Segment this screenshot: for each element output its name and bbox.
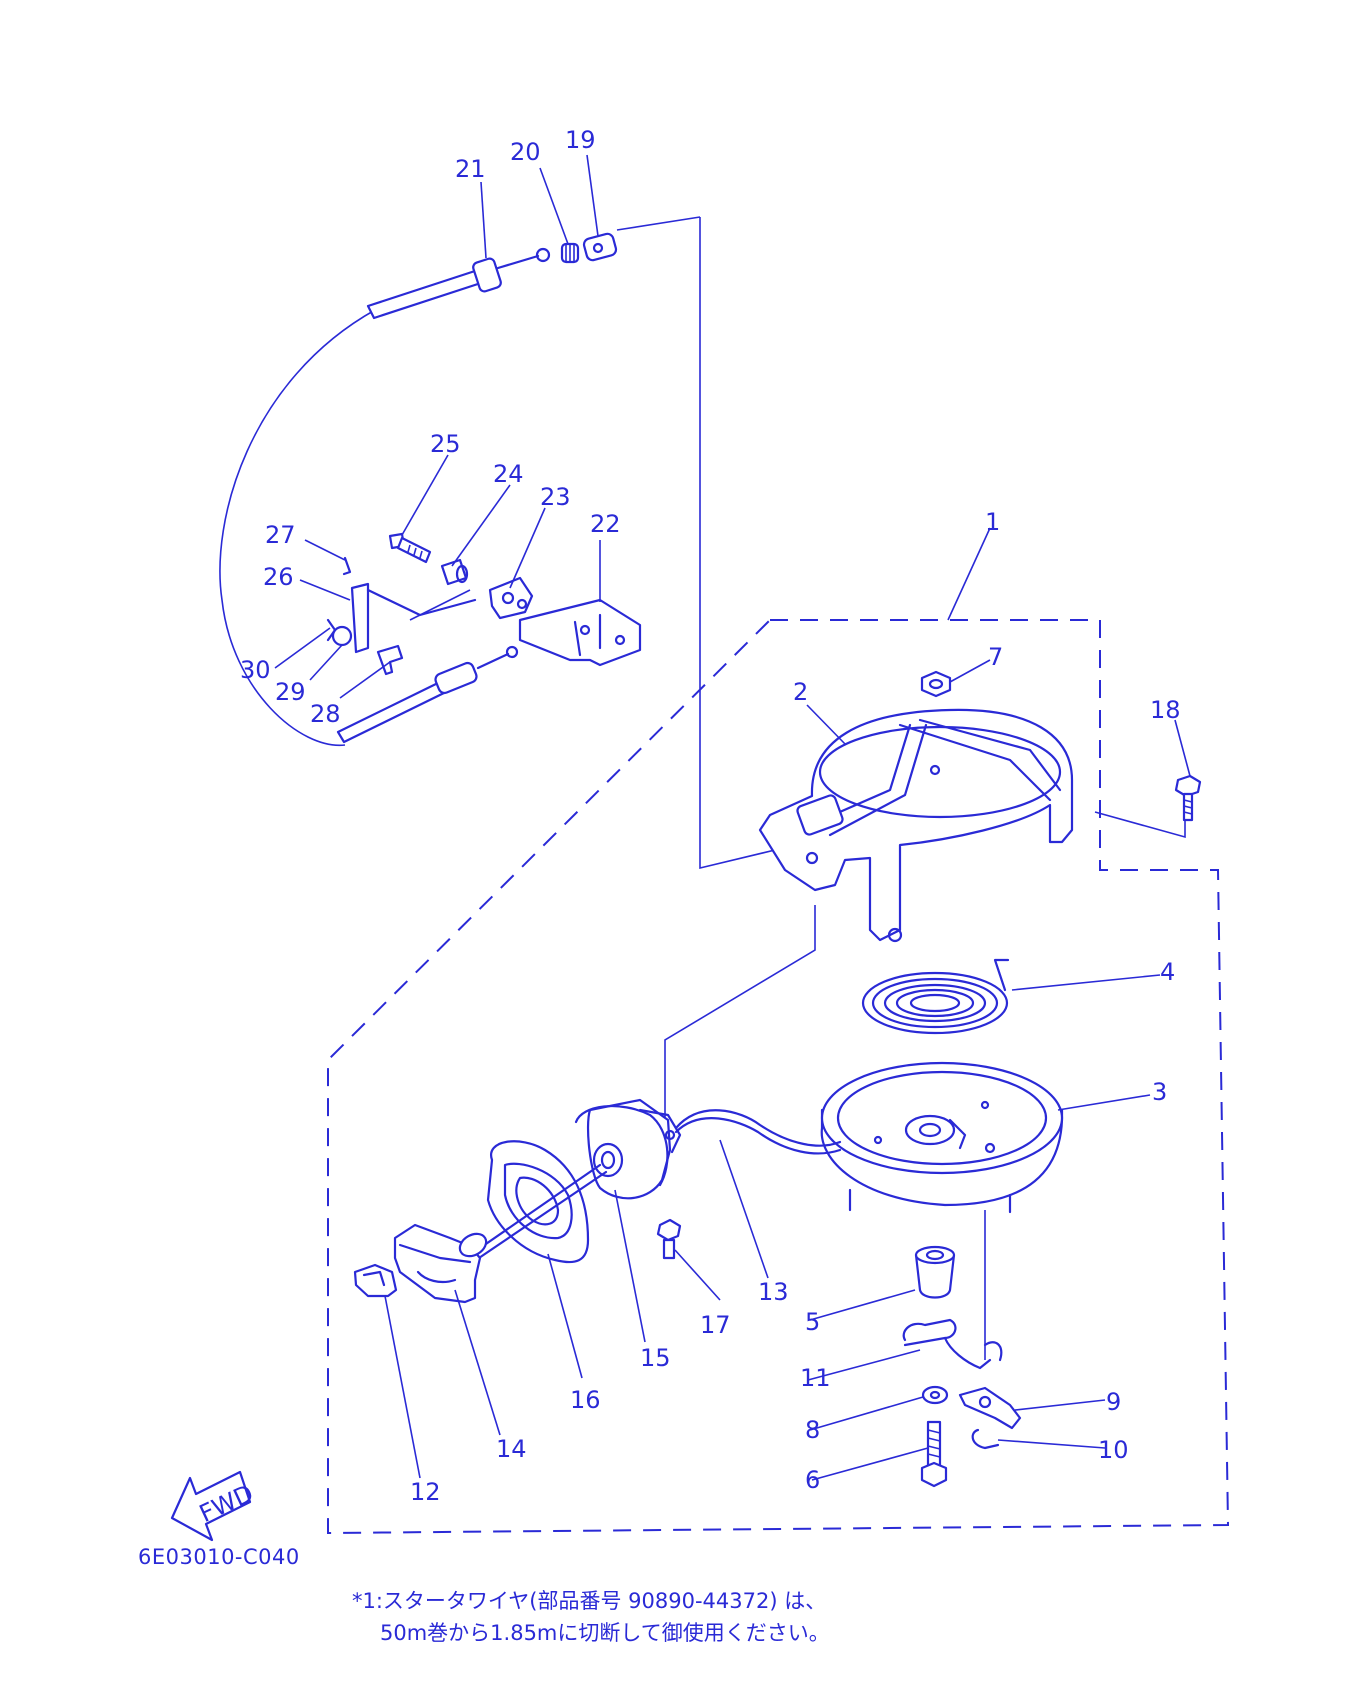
callout-11: 11 [800, 1364, 831, 1392]
callout-8: 8 [805, 1416, 820, 1444]
bolt-part-25 [388, 532, 432, 564]
callout-18: 18 [1150, 696, 1181, 724]
bolt-part-6 [920, 1420, 948, 1488]
callout-24: 24 [493, 460, 524, 488]
starter-rope-part-13 [674, 1109, 842, 1147]
nut-part-7 [920, 670, 952, 698]
callout-20: 20 [510, 138, 541, 166]
clip-part-27 [342, 556, 352, 576]
callout-17: 17 [700, 1311, 731, 1339]
callout-25: 25 [430, 430, 461, 458]
callout-29: 29 [275, 678, 306, 706]
bolt-part-18 [1174, 774, 1202, 822]
callout-leaders [274, 154, 1191, 1481]
note-line-2: 50m巻から1.85mに切断して御使用ください。 [380, 1621, 830, 1645]
handle-cap-part-12 [353, 1263, 398, 1298]
starter-case-part-2 [758, 708, 1074, 943]
callout-13: 13 [758, 1278, 789, 1306]
callout-3: 3 [1152, 1078, 1167, 1106]
clip-part-30 [326, 618, 337, 642]
callout-numbers: 1 2 3 4 5 6 7 8 9 10 11 12 13 14 15 16 1… [240, 126, 1181, 1506]
link-rod-part-26 [350, 582, 477, 654]
callout-5: 5 [805, 1308, 820, 1336]
drawing-code: 6E03010-C040 [138, 1545, 300, 1569]
callout-27: 27 [265, 521, 296, 549]
pawl-part-9 [958, 1386, 1022, 1430]
spiral-spring-part-4 [861, 958, 1010, 1035]
spring-part-11 [902, 1318, 1003, 1370]
bushing-part-5 [914, 1245, 956, 1299]
leader-lines [219, 216, 1186, 1360]
assembly-boundary [327, 619, 1230, 1535]
pin-part-28 [376, 644, 404, 676]
collar-part-24 [440, 558, 469, 586]
lower-cable [336, 645, 519, 744]
callout-22: 22 [590, 510, 621, 538]
callout-23: 23 [540, 483, 571, 511]
drum-sheave-part-3 [820, 1061, 1064, 1214]
callout-30: 30 [240, 656, 271, 684]
callout-15: 15 [640, 1344, 671, 1372]
handle-part-14 [393, 1223, 488, 1304]
grommet-part-16 [486, 1140, 590, 1264]
callout-9: 9 [1106, 1388, 1121, 1416]
rope-guide-part-15 [574, 1098, 682, 1200]
washer-part-8 [921, 1385, 949, 1405]
callout-10: 10 [1098, 1436, 1129, 1464]
joint-part-19 [582, 232, 618, 262]
clip-part-10 [971, 1428, 1000, 1450]
bracket-part-22 [518, 598, 642, 667]
callout-19: 19 [565, 126, 596, 154]
bolt-part-17 [656, 1218, 682, 1260]
throttle-cable [366, 247, 551, 320]
spring-part-20 [560, 242, 580, 264]
lever-part-23 [488, 576, 534, 620]
callout-28: 28 [310, 700, 341, 728]
callout-4: 4 [1160, 958, 1175, 986]
note: *1:スタータワイヤ(部品番号 90890-44372) は、 50m巻から1.… [352, 1585, 830, 1649]
callout-21: 21 [455, 155, 486, 183]
callout-6: 6 [805, 1466, 820, 1494]
fwd-arrow-icon: FWD [170, 1470, 258, 1542]
callout-26: 26 [263, 563, 294, 591]
callout-14: 14 [496, 1435, 527, 1463]
callout-16: 16 [570, 1386, 601, 1414]
callout-7: 7 [988, 643, 1003, 671]
callout-2: 2 [793, 678, 808, 706]
note-line-1: *1:スタータワイヤ(部品番号 90890-44372) は、 [352, 1589, 827, 1613]
callout-1: 1 [985, 508, 1000, 536]
callout-12: 12 [410, 1478, 441, 1506]
